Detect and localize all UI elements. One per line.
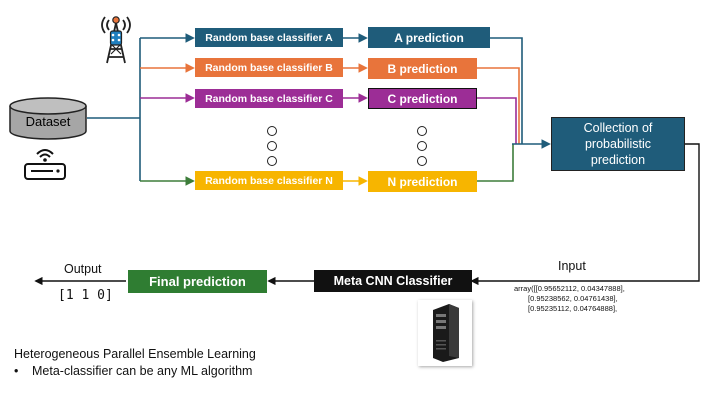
prediction-c-box: C prediction [368, 88, 477, 109]
final-prediction-box: Final prediction [128, 270, 267, 293]
input-array-line: [0.95235112, 0.04764888], [528, 304, 618, 313]
classifier-n-box: Random base classifier N [195, 171, 343, 190]
ellipsis-dot [417, 156, 427, 166]
ellipsis-dot [267, 126, 277, 136]
pred-n-to-collection-line [477, 144, 514, 182]
input-label: Input [558, 259, 586, 273]
classifier-b-box: Random base classifier B [195, 58, 343, 77]
classifier-ellipsis [267, 126, 281, 171]
pred-a-to-collection-line [490, 37, 523, 144]
footer-bullet-text: Meta-classifier can be any ML algorithm [32, 364, 253, 378]
prediction-ellipsis [417, 126, 431, 171]
dataset-label: Dataset [25, 114, 71, 129]
cell-tower-icon [101, 16, 131, 64]
footer-bullet: • Meta-classifier can be any ML algorithm [14, 364, 252, 378]
footer-title: Heterogeneous Parallel Ensemble Learning [14, 347, 256, 361]
ellipsis-dot [417, 126, 427, 136]
ellipsis-dot [417, 141, 427, 151]
input-array-line: array([[0.95652112, 0.04347888], [514, 284, 625, 293]
ellipsis-dot [267, 156, 277, 166]
bullet-marker: • [14, 364, 19, 378]
meta-classifier-box: Meta CNN Classifier [314, 270, 472, 292]
ellipsis-dot [267, 141, 277, 151]
pred-c-to-collection-line [477, 97, 517, 144]
dataset-node: Dataset [9, 97, 87, 141]
output-label: Output [64, 262, 102, 276]
collection-box: Collection of probabilistic prediction [551, 117, 685, 171]
classifier-a-box: Random base classifier A [195, 28, 343, 47]
prediction-a-box: A prediction [368, 27, 490, 48]
collection-to-meta-arrow [470, 143, 700, 286]
server-tower-icon [433, 304, 459, 362]
wifi-router-icon [24, 149, 66, 180]
pred-b-to-collection-line [477, 67, 520, 144]
input-array: array([[0.95652112, 0.04347888], [0.9523… [514, 284, 625, 314]
database-cylinder-icon [9, 97, 87, 140]
output-value: [1 1 0] [58, 288, 113, 303]
prediction-n-box: N prediction [368, 171, 477, 192]
collection-label: Collection of probabilistic prediction [583, 121, 653, 167]
classifier-c-box: Random base classifier C [195, 89, 343, 108]
server-icon-frame [418, 300, 472, 366]
input-array-line: [0.95238562, 0.04761438], [528, 294, 618, 303]
prediction-b-box: B prediction [368, 58, 477, 79]
